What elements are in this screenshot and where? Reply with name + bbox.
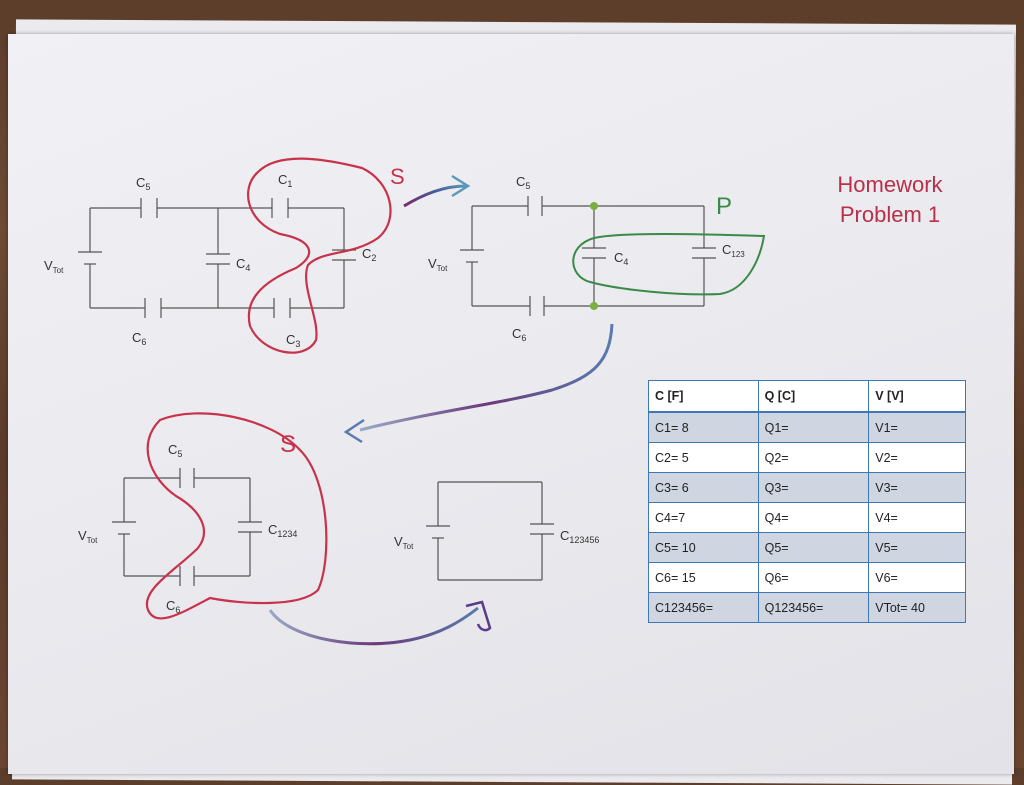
values-table: C [F] Q [C] V [V] C1= 8 Q1= V1= C2= 5 Q2… xyxy=(648,380,966,623)
parallel-loop-marker xyxy=(572,233,766,296)
cell-q: Q2= xyxy=(757,442,870,473)
header-capacitance: C [F] xyxy=(648,380,759,413)
label-c2: C2 xyxy=(362,246,376,263)
cell-v: V5= xyxy=(868,532,966,563)
homework-title: Homework Problem 1 xyxy=(820,170,960,230)
cell-c: C4=7 xyxy=(648,502,759,533)
cell-v: V2= xyxy=(868,442,966,473)
circuit-1 xyxy=(78,198,356,318)
label-c3: C3 xyxy=(286,332,300,349)
arrow-3 xyxy=(268,606,479,646)
title-line-2: Problem 1 xyxy=(839,202,941,227)
label-c6: C6 xyxy=(132,330,146,347)
circuit-2-labels: C5 C4 C123 VTot C6 xyxy=(428,174,745,343)
series-mark-2: S xyxy=(280,431,296,458)
arrow-2 xyxy=(359,323,614,432)
label-c5-c: C5 xyxy=(168,442,182,459)
cell-q: Q4= xyxy=(757,502,870,533)
label-c4-b: C4 xyxy=(614,250,628,267)
arrow-1 xyxy=(403,184,467,208)
cell-v: V3= xyxy=(868,472,966,503)
cell-c: C3= 6 xyxy=(648,472,759,503)
arrow-1-head xyxy=(451,174,471,198)
label-vtot-c: VTot xyxy=(78,528,98,545)
table-row: C3= 6 Q3= V3= xyxy=(648,472,966,503)
arrow-3-head xyxy=(465,600,492,632)
cell-v: V6= xyxy=(868,562,966,593)
label-c123: C123 xyxy=(722,242,745,259)
series-loop-marker xyxy=(247,157,392,354)
title-line-1: Homework xyxy=(837,172,943,197)
node-dot-top xyxy=(590,202,598,210)
label-c123456: C123456 xyxy=(560,528,599,545)
circuit-drawing: C5 C1 C4 C2 VTot C6 C3 S xyxy=(44,157,766,646)
table-row: C123456= Q123456= VTot= 40 xyxy=(648,592,966,623)
table-row: C5= 10 Q5= V5= xyxy=(648,532,966,563)
parallel-mark: P xyxy=(716,193,732,220)
arrow-2-head xyxy=(343,418,365,444)
circuit-3-labels: C5 C1234 VTot C6 xyxy=(78,442,297,615)
series-loop-marker-2 xyxy=(145,412,328,620)
table-header-row: C [F] Q [C] V [V] xyxy=(648,380,966,413)
label-c6-c: C6 xyxy=(166,598,180,615)
cell-q: Q123456= xyxy=(757,592,870,623)
cell-q: Q6= xyxy=(757,562,870,593)
header-charge: Q [C] xyxy=(757,380,870,413)
cell-q: Q5= xyxy=(757,532,870,563)
cell-c: C1= 8 xyxy=(648,411,759,443)
label-vtot-b: VTot xyxy=(428,256,448,273)
cell-v: V1= xyxy=(868,411,966,443)
cell-v: V4= xyxy=(868,502,966,533)
table-row: C6= 15 Q6= V6= xyxy=(648,562,966,593)
label-vtot-d: VTot xyxy=(394,534,414,551)
circuit-1-labels: C5 C1 C4 C2 VTot C6 C3 xyxy=(44,172,376,349)
cell-c: C6= 15 xyxy=(648,562,759,593)
cell-c: C5= 10 xyxy=(648,532,759,563)
circuit-4-labels: C123456 VTot xyxy=(394,528,599,551)
table-row: C1= 8 Q1= V1= xyxy=(648,411,966,443)
table-row: C2= 5 Q2= V2= xyxy=(648,442,966,473)
cell-c: C123456= xyxy=(648,592,759,623)
label-c1234: C1234 xyxy=(268,522,297,539)
cell-q: Q1= xyxy=(757,411,870,443)
circuit-2 xyxy=(460,196,716,316)
label-c1: C1 xyxy=(278,172,292,189)
circuit-4 xyxy=(426,481,554,581)
label-c4: C4 xyxy=(236,256,250,273)
label-c5-b: C5 xyxy=(516,174,530,191)
label-vtot: VTot xyxy=(44,258,64,275)
node-dot-bottom xyxy=(590,302,598,310)
label-c6-b: C6 xyxy=(512,326,526,343)
series-mark-1: S xyxy=(390,164,405,189)
circuit-3 xyxy=(112,468,262,586)
header-voltage: V [V] xyxy=(868,380,966,413)
cell-c: C2= 5 xyxy=(648,442,759,473)
cell-q: Q3= xyxy=(757,472,870,503)
label-c5: C5 xyxy=(136,175,150,192)
table-row: C4=7 Q4= V4= xyxy=(648,502,966,533)
cell-v: VTot= 40 xyxy=(868,592,966,623)
